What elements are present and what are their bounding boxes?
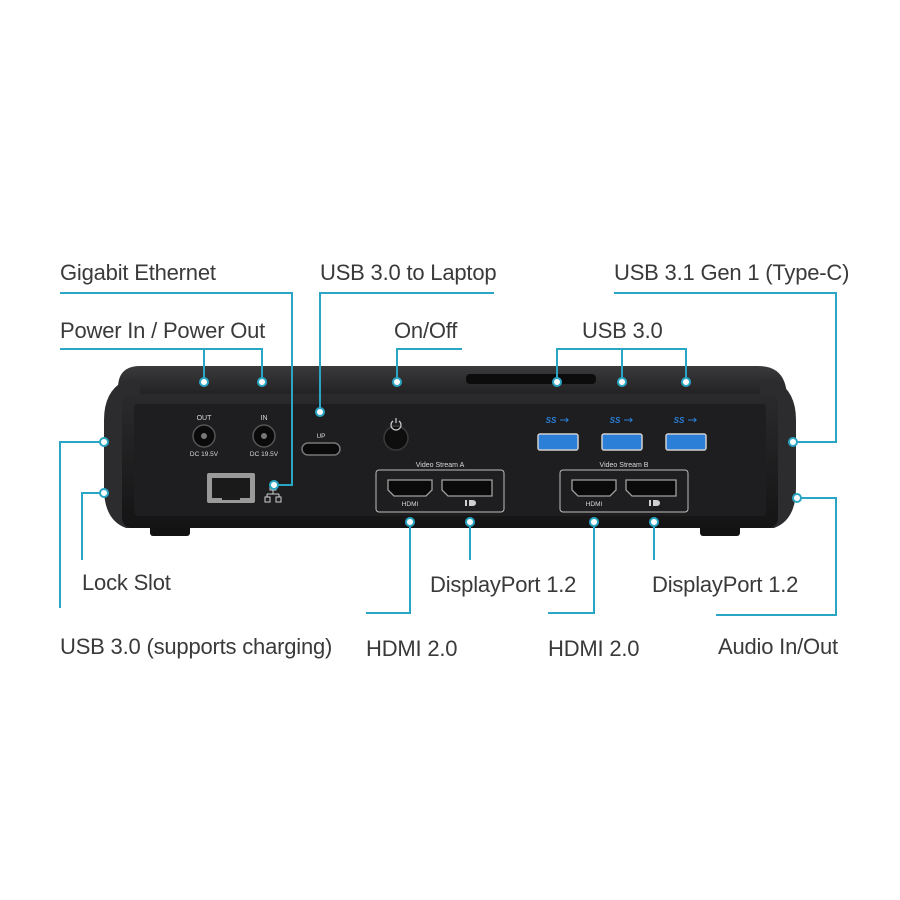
label-video-stream-a: Video Stream A bbox=[416, 462, 465, 469]
leader-usb30-charging bbox=[59, 441, 104, 608]
label-dc-in: DC 19.5V bbox=[250, 451, 279, 458]
power-icon bbox=[390, 418, 402, 431]
leader-audio bbox=[716, 497, 837, 616]
label-hdmi-a: HDMI 2.0 bbox=[366, 636, 458, 661]
leader-lock-slot bbox=[81, 492, 104, 560]
usb30-port-2 bbox=[601, 433, 643, 451]
power-button bbox=[383, 425, 409, 451]
superspeed-icon-2 bbox=[624, 417, 634, 423]
label-hdmi-a: HDMI bbox=[402, 501, 419, 508]
hdmi-port-b bbox=[571, 479, 617, 497]
label-power-in-out: Power In / Power Out bbox=[60, 318, 266, 343]
marker-displayport-b bbox=[649, 517, 659, 527]
label-ss-2: SS bbox=[610, 416, 621, 425]
marker-hdmi-b bbox=[589, 517, 599, 527]
label-usb30-charging: USB 3.0 (supports charging) bbox=[60, 634, 333, 659]
leader-gigabit-ethernet bbox=[60, 292, 293, 486]
marker-usb30-2 bbox=[617, 377, 627, 387]
marker-on-off bbox=[392, 377, 402, 387]
label-video-stream-b: Video Stream B bbox=[600, 462, 649, 469]
power-out-jack bbox=[192, 424, 216, 448]
leader-hdmi-b bbox=[548, 522, 595, 614]
marker-power-out bbox=[199, 377, 209, 387]
ethernet-port bbox=[207, 473, 255, 503]
label-gigabit-ethernet: Gigabit Ethernet bbox=[60, 260, 216, 285]
label-displayport-a: DisplayPort 1.2 bbox=[430, 572, 577, 597]
label-up: UP bbox=[316, 433, 325, 440]
displayport-icon-a bbox=[465, 500, 476, 506]
label-usb30-to-laptop: USB 3.0 to Laptop bbox=[320, 260, 497, 285]
marker-lock-slot bbox=[99, 488, 109, 498]
marker-ethernet bbox=[269, 480, 279, 490]
displayport-port-a bbox=[441, 479, 493, 497]
marker-usb30-1 bbox=[552, 377, 562, 387]
displayport-port-b bbox=[625, 479, 677, 497]
hdmi-port-a bbox=[387, 479, 433, 497]
label-lock-slot: Lock Slot bbox=[82, 570, 171, 595]
usb30-port-3 bbox=[665, 433, 707, 451]
video-stream-a-box bbox=[375, 469, 505, 513]
leader-usb31-type-c bbox=[614, 292, 837, 443]
label-audio-in-out: Audio In/Out bbox=[718, 634, 838, 659]
marker-usb30-charging bbox=[99, 437, 109, 447]
usb-c-port bbox=[301, 442, 341, 456]
label-hdmi-b: HDMI 2.0 bbox=[548, 636, 640, 661]
label-hdmi-b: HDMI bbox=[586, 501, 603, 508]
displayport-icon-b bbox=[649, 500, 660, 506]
leader-usb30-to-laptop bbox=[319, 292, 494, 412]
usb30-port-1 bbox=[537, 433, 579, 451]
label-out: OUT bbox=[197, 415, 213, 422]
leader-hdmi-a bbox=[366, 522, 411, 614]
label-usb30: USB 3.0 bbox=[582, 318, 663, 343]
superspeed-icon-1 bbox=[560, 417, 570, 423]
label-displayport-b: DisplayPort 1.2 bbox=[652, 572, 799, 597]
power-in-jack bbox=[252, 424, 276, 448]
label-on-off: On/Off bbox=[394, 318, 458, 343]
marker-usb-c bbox=[315, 407, 325, 417]
label-dc-out: DC 19.5V bbox=[190, 451, 219, 458]
marker-hdmi-a bbox=[405, 517, 415, 527]
label-in: IN bbox=[261, 415, 268, 422]
label-usb31-type-c: USB 3.1 Gen 1 (Type-C) bbox=[614, 260, 850, 285]
marker-usb31-type-c bbox=[788, 437, 798, 447]
superspeed-icon-3 bbox=[688, 417, 698, 423]
leader-on-off bbox=[396, 348, 462, 382]
marker-displayport-a bbox=[465, 517, 475, 527]
dock-top-slot bbox=[466, 374, 596, 384]
video-stream-b-box bbox=[559, 469, 689, 513]
label-ss-3: SS bbox=[674, 416, 685, 425]
marker-power-in bbox=[257, 377, 267, 387]
leader-power bbox=[60, 348, 263, 382]
marker-audio bbox=[792, 493, 802, 503]
marker-usb30-3 bbox=[681, 377, 691, 387]
label-ss-1: SS bbox=[546, 416, 557, 425]
